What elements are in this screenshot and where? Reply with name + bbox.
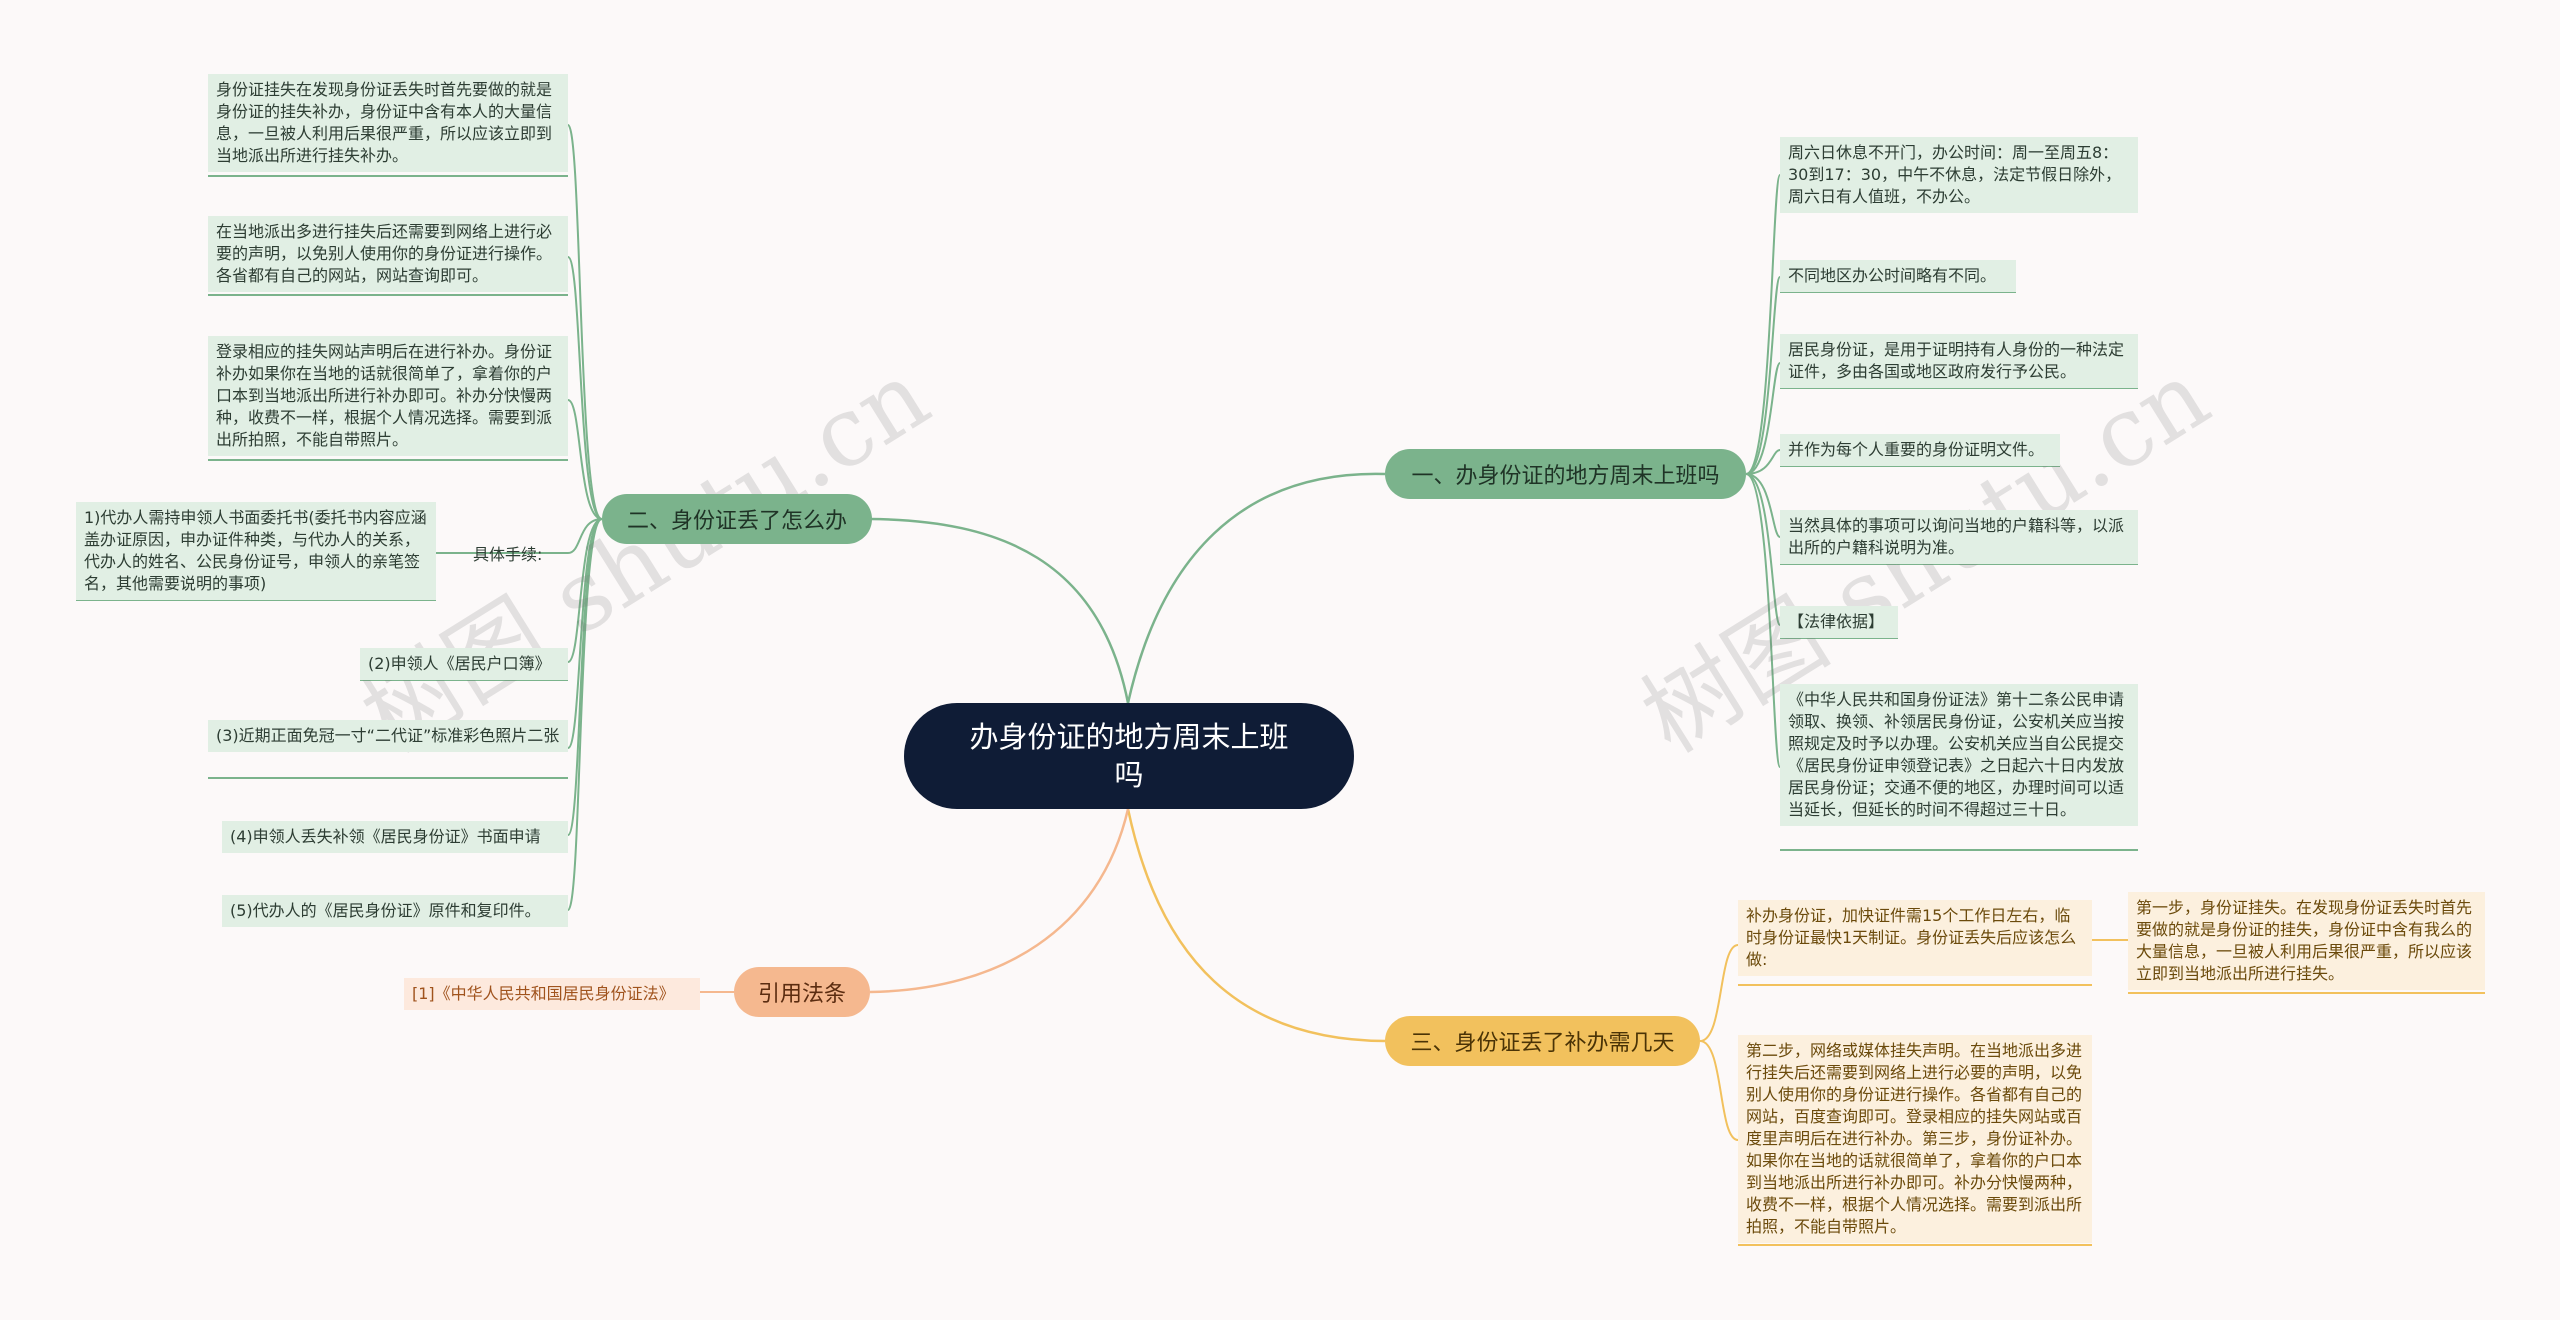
edge-root-branch3 — [1126, 808, 1386, 1043]
leaf-legal-basis-label[interactable]: 【法律依据】 — [1780, 606, 1898, 638]
root-title: 办身份证的地方周末上班吗 — [969, 720, 1289, 792]
leaf-procedure-item-3[interactable]: (3)近期正面免冠一寸“二代证”标准彩色照片二张 — [208, 720, 568, 752]
leaf-procedure-item-2[interactable]: (2)申领人《居民户口簿》 — [360, 648, 568, 680]
leaf-procedure-item-4[interactable]: (4)申领人丢失补领《居民身份证》书面申请 — [222, 821, 568, 853]
edge-root-branch2 — [869, 517, 1130, 704]
leaf-procedure-item-1[interactable]: 1)代办人需持申领人书面委托书(委托书内容应涵盖办证原因，申办证件种类，与代办人… — [76, 502, 436, 600]
leaf-procedure-label[interactable]: 具体手续: — [473, 545, 543, 564]
branch-reissue-days[interactable]: 三、身份证丢了补办需几天 — [1385, 1016, 1700, 1066]
root-node[interactable]: 办身份证的地方周末上班吗 — [904, 703, 1354, 809]
edge-root-branch1 — [1126, 472, 1386, 704]
edge-root-branch4 — [869, 808, 1130, 994]
branch-label: 引用法条 — [757, 982, 846, 1007]
leaf-step-two-three[interactable]: 第二步，网络或媒体挂失声明。在当地派出多进行挂失后还需要到网络上进行必要的声明，… — [1738, 1035, 2092, 1243]
leaf-reissue[interactable]: 登录相应的挂失网站声明后在进行补办。身份证补办如果你在当地的话就很简单了，拿着你… — [208, 336, 568, 456]
leaf-online-statement[interactable]: 在当地派出多进行挂失后还需要到网络上进行必要的声明，以免别人使用你的身份证进行操… — [208, 216, 568, 292]
branch-weekend-hours[interactable]: 一、办身份证的地方周末上班吗 — [1385, 449, 1746, 499]
leaf-procedure-item-5[interactable]: (5)代办人的《居民身份证》原件和复印件。 — [222, 895, 568, 927]
leaf-id-importance[interactable]: 并作为每个人重要的身份证明文件。 — [1780, 434, 2060, 466]
branch-cited-law[interactable]: 引用法条 — [734, 967, 870, 1017]
leaf-cited-law-item[interactable]: [1]《中华人民共和国居民身份证法》 — [404, 978, 700, 1010]
branch-label: 二、身份证丢了怎么办 — [626, 509, 847, 534]
leaf-ask-police[interactable]: 当然具体的事项可以询问当地的户籍科等，以派出所的户籍科说明为准。 — [1780, 510, 2138, 564]
branch-label: 一、办身份证的地方周末上班吗 — [1411, 464, 1720, 489]
leaf-id-definition[interactable]: 居民身份证，是用于证明持有人身份的一种法定证件，多由各国或地区政府发行予公民。 — [1780, 334, 2138, 388]
leaf-legal-article[interactable]: 《中华人民共和国身份证法》第十二条公民申请领取、换领、补领居民身份证，公安机关应… — [1780, 684, 2138, 826]
leaf-reissue-time[interactable]: 补办身份证，加快证件需15个工作日左右，临时身份证最快1天制证。身份证丢失后应该… — [1738, 900, 2092, 976]
leaf-region-difference[interactable]: 不同地区办公时间略有不同。 — [1780, 260, 2016, 292]
leaf-office-hours[interactable]: 周六日休息不开门，办公时间：周一至周五8：30到17：30，中午不休息，法定节假… — [1780, 137, 2138, 213]
leaf-step-one[interactable]: 第一步，身份证挂失。在发现身份证丢失时首先要做的就是身份证的挂失，身份证中含有我… — [2128, 892, 2485, 990]
leaf-report-loss[interactable]: 身份证挂失在发现身份证丢失时首先要做的就是身份证的挂失补办，身份证中含有本人的大… — [208, 74, 568, 172]
branch-label: 三、身份证丢了补办需几天 — [1410, 1031, 1675, 1056]
branch-lost-id[interactable]: 二、身份证丢了怎么办 — [602, 494, 872, 544]
